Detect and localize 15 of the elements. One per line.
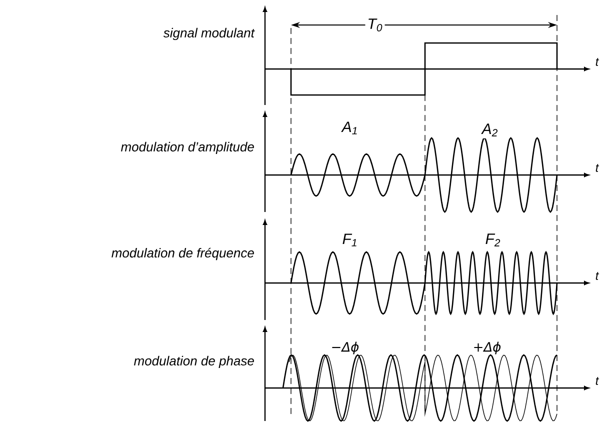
amplitude-label: A$_{2}$ [480, 122, 500, 138]
axis-label: t [596, 272, 600, 280]
axis-label: t [596, 58, 600, 66]
row-label: signal modulant [163, 28, 255, 40]
frequency-label: F$_{1}$ [340, 232, 360, 248]
row-label: modulation de phase [134, 356, 254, 368]
row-label: modulation de fréquence [112, 248, 254, 260]
phase-label: −Δϕ [332, 342, 359, 354]
axis-label: t [596, 377, 600, 385]
phase-label: +Δϕ [474, 342, 501, 354]
row-label: modulation d’amplitude [121, 142, 254, 154]
axis-label: t [596, 164, 600, 172]
amplitude-label: A$_{1}$ [340, 120, 360, 136]
frequency-label: F$_{2}$ [483, 232, 503, 248]
dimension-label: T$_{0}$ [365, 16, 385, 34]
